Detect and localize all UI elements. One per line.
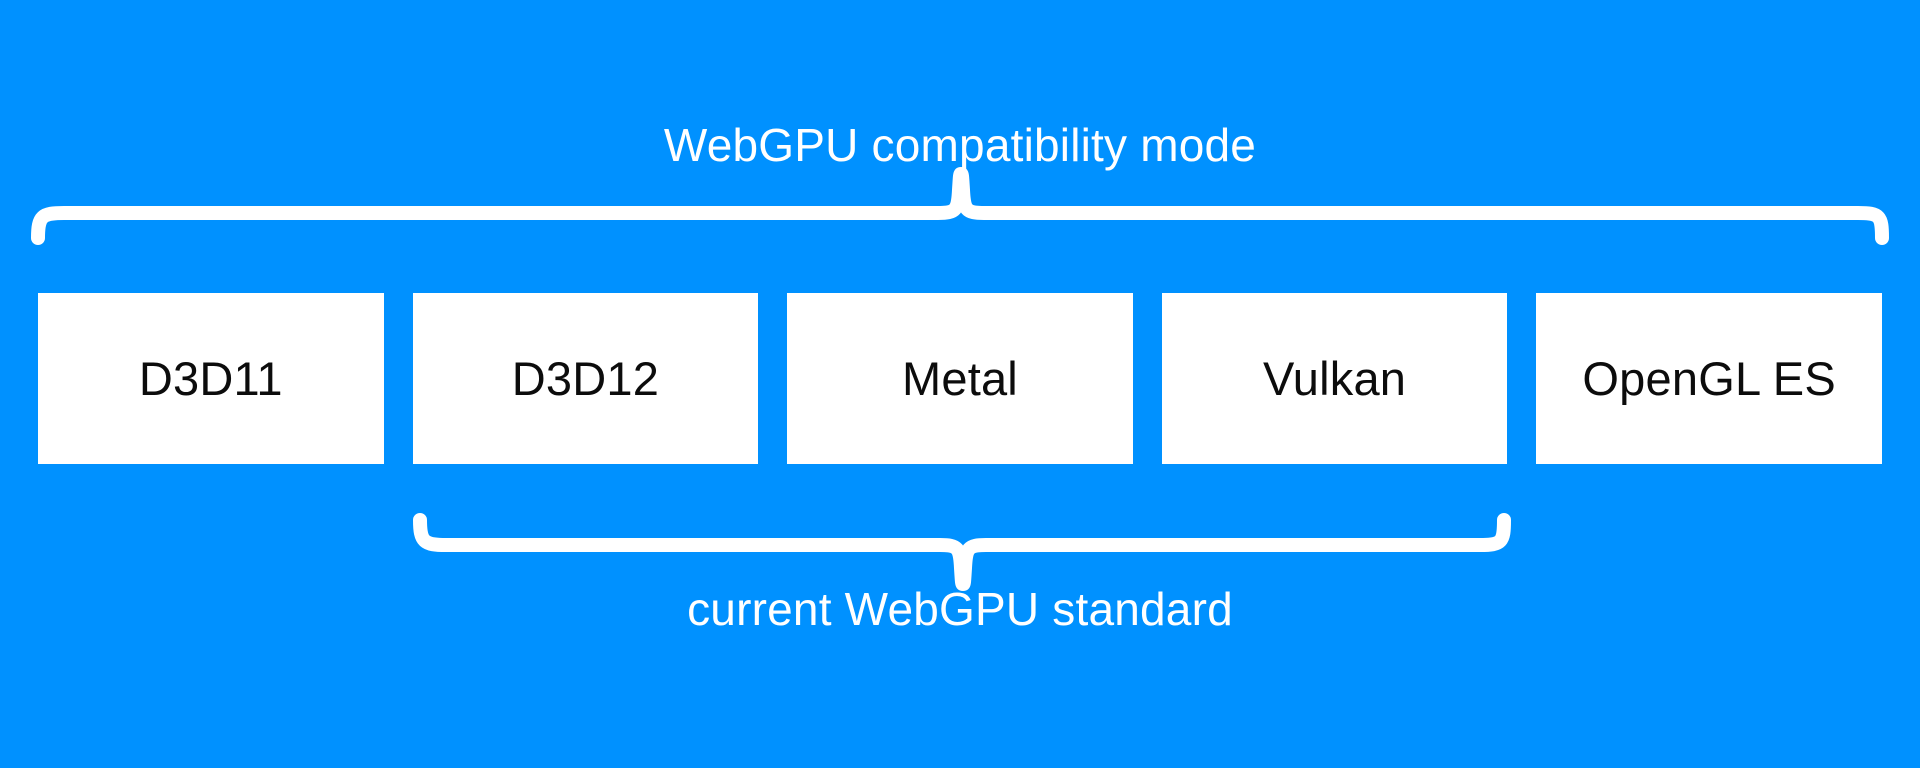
top-curly-brace-up-icon xyxy=(31,166,1889,245)
api-box-label: D3D12 xyxy=(511,352,660,405)
api-box-metal[interactable]: Metal xyxy=(787,293,1133,464)
api-box-row: D3D11 D3D12 Metal Vulkan OpenGL ES xyxy=(38,293,1882,464)
api-box-opengl-es[interactable]: OpenGL ES xyxy=(1536,293,1882,464)
api-box-label: Vulkan xyxy=(1262,352,1407,405)
api-box-label: D3D11 xyxy=(138,352,283,405)
top-brace-label: WebGPU compatibility mode xyxy=(663,119,1257,171)
bottom-curly-brace-down-icon xyxy=(413,513,1511,592)
api-box-label: Metal xyxy=(902,352,1018,405)
bottom-brace-label: current WebGPU standard xyxy=(687,583,1233,635)
api-box-vulkan[interactable]: Vulkan xyxy=(1161,293,1508,464)
api-box-d3d12[interactable]: D3D12 xyxy=(412,293,759,464)
api-box-d3d11[interactable]: D3D11 xyxy=(38,293,384,464)
api-box-label: OpenGL ES xyxy=(1582,352,1836,405)
